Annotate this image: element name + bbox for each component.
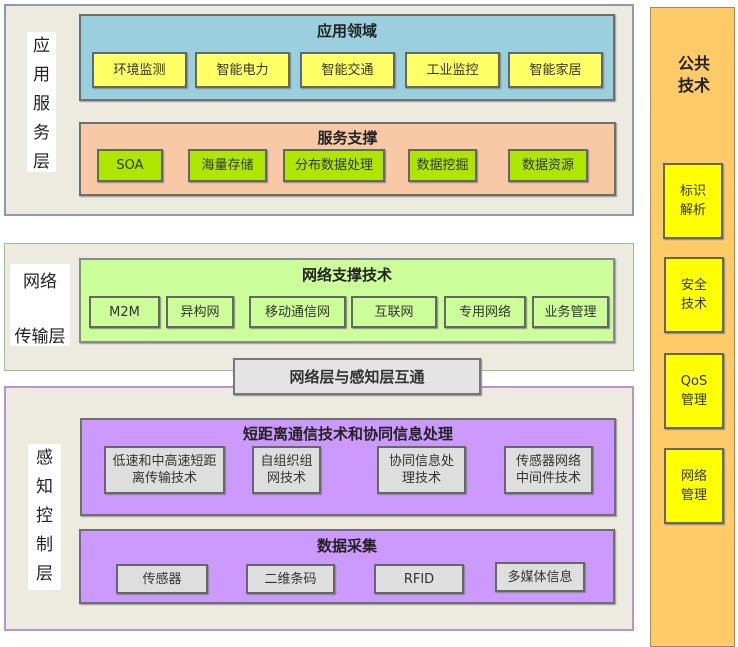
network-layer-label: 网络 传输层 xyxy=(10,264,70,347)
service-item: 分布数据处理 xyxy=(283,149,385,182)
network-label-line1: 网络 xyxy=(23,272,57,292)
data-collection-title: 数据采集 xyxy=(316,537,377,555)
interconnect-box: 网络层与感知层互通 xyxy=(233,358,481,395)
short-range-item: 低速和中高速短距离传输技术 xyxy=(104,446,225,494)
public-tech-title: 公共技术 xyxy=(677,54,710,95)
data-collection-item: 传感器 xyxy=(116,564,208,594)
short-range-panel: 短距离通信技术和协同信息处理 低速和中高速短距离传输技术 自组织组网技术 协同信… xyxy=(80,418,616,516)
short-range-item: 协同信息处理技术 xyxy=(377,446,466,494)
perception-layer-label: 感知控制层 xyxy=(28,444,61,590)
short-range-title: 短距离通信技术和协同信息处理 xyxy=(242,425,453,443)
data-collection-panel: 数据采集 传感器 二维条码 RFID 多媒体信息 xyxy=(79,529,615,604)
network-item: 互联网 xyxy=(351,296,437,328)
network-item: M2M xyxy=(89,296,160,328)
domain-item: 智能电力 xyxy=(195,52,290,88)
application-domain-panel: 应用领域 环境监测 智能电力 智能交通 工业监控 智能家居 xyxy=(79,14,615,101)
application-service-layer-label: 应用服务层 xyxy=(27,32,56,172)
domain-item: 环境监测 xyxy=(92,52,187,88)
interconnect-label: 网络层与感知层互通 xyxy=(289,368,425,386)
domain-item: 智能家居 xyxy=(508,52,603,88)
public-tech-column: 公共技术 标识解析 安全技术 QoS管理 网络管理 xyxy=(650,7,735,647)
network-item: 移动通信网 xyxy=(249,296,346,328)
service-item: 数据挖掘 xyxy=(408,149,477,182)
data-collection-item: 二维条码 xyxy=(246,564,335,594)
data-collection-item: RFID xyxy=(374,564,464,594)
service-support-title: 服务支撑 xyxy=(317,129,378,147)
network-item: 业务管理 xyxy=(532,296,609,328)
public-tech-item: 安全技术 xyxy=(664,257,724,333)
service-item: 数据资源 xyxy=(508,149,588,182)
domain-item: 工业监控 xyxy=(405,52,500,88)
public-tech-item: 标识解析 xyxy=(663,163,723,239)
network-label-line2: 传输层 xyxy=(14,327,66,347)
public-tech-item: QoS管理 xyxy=(664,353,724,429)
network-item: 专用网络 xyxy=(444,296,526,328)
application-domain-title: 应用领域 xyxy=(316,22,377,40)
data-collection-item: 多媒体信息 xyxy=(495,562,585,592)
network-support-panel: 网络支撑技术 M2M 异构网 移动通信网 互联网 专用网络 业务管理 xyxy=(79,258,615,343)
short-range-item: 传感器网络中间件技术 xyxy=(504,446,593,494)
network-item: 异构网 xyxy=(166,296,234,328)
domain-item: 智能交通 xyxy=(300,52,395,88)
short-range-item: 自组织组网技术 xyxy=(252,446,321,494)
service-item: 海量存储 xyxy=(188,149,267,182)
network-support-title: 网络支撑技术 xyxy=(301,266,392,284)
service-item: SOA xyxy=(97,149,163,182)
service-support-panel: 服务支撑 SOA 海量存储 分布数据处理 数据挖掘 数据资源 xyxy=(79,122,616,196)
public-tech-item: 网络管理 xyxy=(664,448,724,524)
